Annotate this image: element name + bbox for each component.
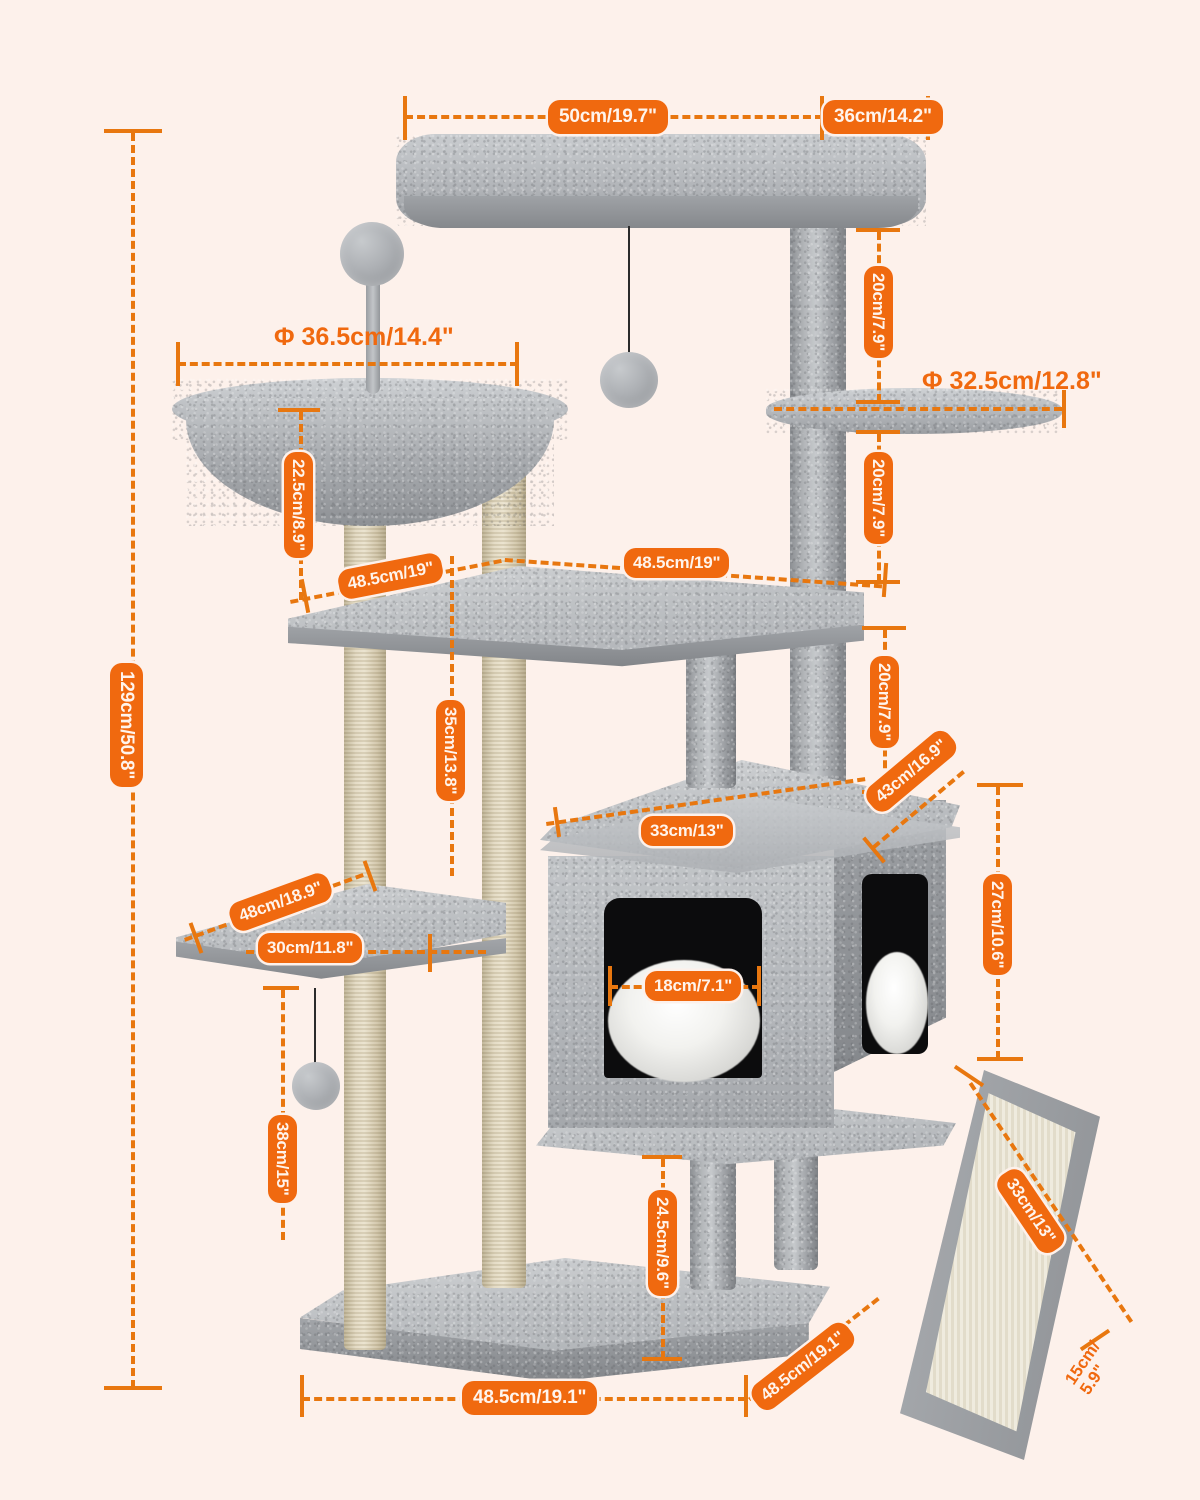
tick-gap3-top <box>862 626 906 630</box>
badge-condo-door-width: 18cm/7.1" <box>645 971 742 1001</box>
tick-base-clearance-bottom <box>642 1357 682 1361</box>
badge-lower-post-height: 38cm/15" <box>268 1115 297 1203</box>
tick-base-width-right <box>744 1375 748 1417</box>
leader-round-shelf-diameter <box>774 407 1062 411</box>
sisal-post-center <box>482 398 526 1288</box>
badge-top-perch-depth: 36cm/14.2" <box>823 100 943 134</box>
badge-total-height: 129cm/50.8" <box>110 663 143 788</box>
tick-hammock-depth-top <box>278 408 320 412</box>
tick-condo-height-top <box>977 783 1023 787</box>
top-perch-under <box>404 196 918 228</box>
tick-base-width-left <box>300 1375 304 1417</box>
tick-hammock-right <box>515 342 519 386</box>
label-hammock-diameter: Φ 36.5cm/14.4" <box>274 323 454 351</box>
label-ramp-width: 15cm/ 5.9" <box>1061 1337 1119 1398</box>
badge-base-clearance: 24.5cm/9.6" <box>648 1190 677 1296</box>
tick-gap2-top <box>856 430 900 434</box>
tick-lower-shelf-depth-right <box>428 934 432 972</box>
badge-condo-height: 27cm/10.6" <box>983 874 1012 976</box>
tick-gap1-bottom <box>856 400 900 404</box>
tick-round-shelf-right <box>1062 390 1066 428</box>
leader-hammock-diameter <box>178 362 518 366</box>
lower-pompom-ball <box>292 1062 340 1110</box>
badge-base-width: 48.5cm/19.1" <box>462 1381 598 1415</box>
badge-post-height-mid: 35cm/13.8" <box>436 700 465 802</box>
leader-lower-shelf-depth <box>246 950 486 954</box>
label-round-shelf-diameter: Φ 32.5cm/12.8" <box>922 367 1102 395</box>
pompom-top <box>340 222 404 286</box>
badge-lower-shelf-depth: 30cm/11.8" <box>258 933 363 963</box>
badge-gap-shelf-to-platform: 20cm/7.9" <box>864 452 893 545</box>
badge-hammock-depth: 22.5cm/8.9" <box>284 452 313 558</box>
tick-condo-door-right <box>757 966 761 1006</box>
lower-pompom-string <box>314 988 316 1066</box>
tick-total-height-top <box>104 129 162 133</box>
badge-condo-top-width: 33cm/13" <box>641 816 733 846</box>
badge-gap-top-to-shelf: 20cm/7.9" <box>864 266 893 359</box>
tick-condo-height-bottom <box>977 1057 1023 1061</box>
grey-column-right <box>790 190 846 830</box>
tick-gap1-top <box>856 228 900 232</box>
tick-total-height-bottom <box>104 1386 162 1390</box>
tick-base-clearance-top <box>642 1155 682 1159</box>
hanging-pompom-string <box>628 226 630 358</box>
sisal-post-left <box>344 418 386 1350</box>
tick-gap2-bottom <box>856 580 900 584</box>
hanging-pompom-ball <box>600 352 658 408</box>
badge-platform-right-width: 48.5cm/19" <box>624 548 730 578</box>
condo-support-post-front <box>690 1148 736 1290</box>
badge-gap-platform-to-condo: 20cm/7.9" <box>870 656 899 749</box>
condo-cushion-side <box>866 952 928 1054</box>
tick-lower-post-top <box>263 986 299 990</box>
badge-top-perch-width: 50cm/19.7" <box>548 100 668 134</box>
